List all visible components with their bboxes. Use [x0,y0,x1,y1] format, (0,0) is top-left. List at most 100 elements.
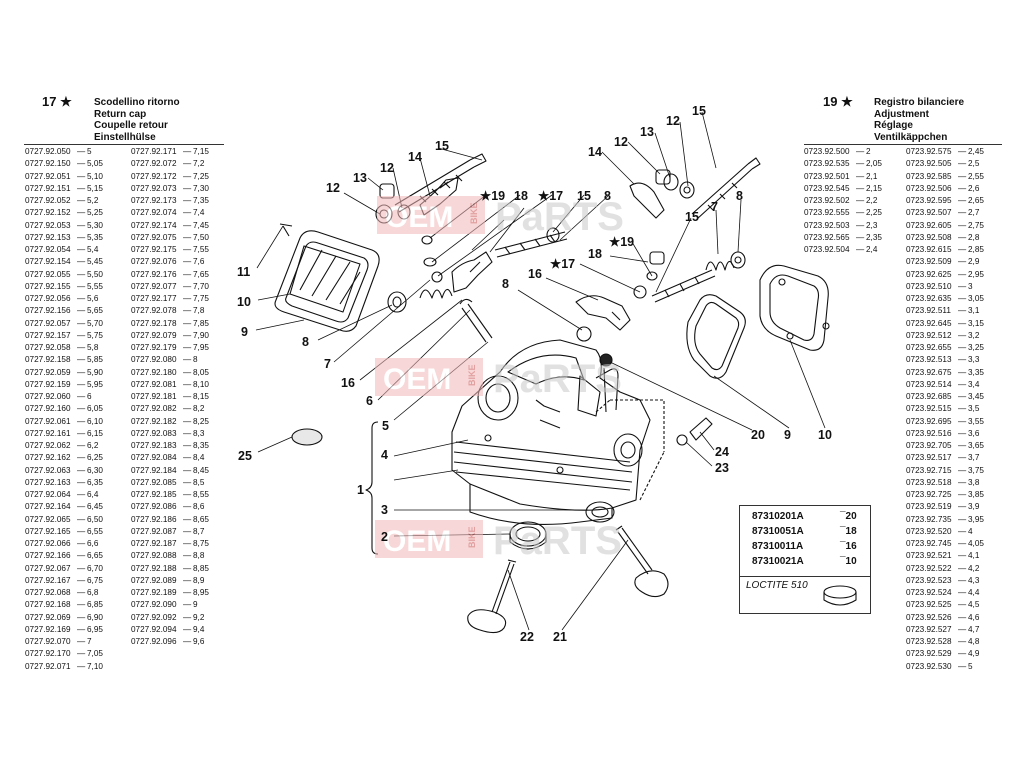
left-star-mark: ★ [60,94,72,109]
list-item: 0727.92.087—8,7 [131,526,209,538]
part-number: 0727.92.075 [131,232,177,242]
dash-separator: — [183,147,192,156]
list-item: 0727.92.174—7,45 [131,220,209,232]
part-size: 2,3 [866,220,878,230]
dash-separator: — [958,649,967,659]
dash-separator: — [183,171,192,181]
part-number: 0723.92.506 [906,183,952,193]
callout-10b: 10 [818,428,832,442]
dash-separator: — [77,306,86,316]
watermark-oem-bike-parts: OEM BIKE PaRTS OEM BIKE PaRTS OEM BIKE P… [375,195,624,563]
kit-size: ¯20 [840,511,857,522]
part-number: 0727.92.089 [131,575,177,585]
dash-separator: — [77,281,86,291]
list-item: 0727.92.084—8,4 [131,452,209,464]
right-ring-8 [730,251,746,269]
part-number: 0727.92.052 [25,196,71,205]
part-size: 5,75 [87,330,103,340]
list-item: 0727.92.179—7,95 [131,342,209,354]
list-item: 0727.92.080—8 [131,354,209,366]
part-number: 0727.92.067 [25,563,71,573]
dash-separator: — [77,294,86,303]
dash-separator: — [77,232,86,242]
part-number: 0727.92.077 [131,281,177,291]
part-size: 2,15 [866,183,882,193]
part-number: 0727.92.154 [25,257,71,267]
list-item: 0723.92.695—3,55 [906,416,984,428]
callout-6: 6 [366,394,373,408]
list-item: 0727.92.053—5,30 [25,220,103,232]
list-item: 0723.92.520—4 [906,526,984,538]
dash-separator: — [77,220,86,230]
dash-separator: — [77,588,86,597]
right-header-rule [804,144,1002,145]
left-part-description: Scodellino ritorno Return cap Coupelle r… [94,97,180,143]
part-number: 0723.92.575 [906,147,952,156]
list-item: 0727.92.163—6,35 [25,477,103,489]
dash-separator: — [183,539,192,548]
part-number: 0723.92.519 [906,502,952,512]
dash-separator: — [183,624,192,634]
right-ref-text: 19 [823,94,838,109]
part-size: 3,75 [968,465,984,475]
dash-separator: — [77,379,86,389]
list-item: 0727.92.086—8,6 [131,501,209,513]
part-size: 6,55 [87,526,103,536]
part-number: 0723.92.595 [906,196,952,205]
list-item: 0727.92.183—8,35 [131,440,209,452]
dash-separator: — [77,441,86,450]
kit-size: ¯10 [840,556,857,567]
part-size: 5,6 [87,294,99,303]
dash-separator: — [958,575,967,585]
dash-separator: — [958,159,967,169]
list-item: 0723.92.745—4,05 [906,538,984,550]
part-number: 0727.92.182 [131,416,177,426]
part-size: 5,8 [87,343,99,352]
part-size: 4,2 [968,563,980,573]
part-number: 0727.92.160 [25,404,71,414]
part-number: 0727.92.152 [25,208,71,218]
part-number: 0723.92.524 [906,588,952,597]
washer-23 [676,434,688,446]
dash-separator: — [958,428,967,438]
list-item: 0723.92.517—3,7 [906,452,984,464]
dash-separator: — [958,232,967,242]
list-item: 0727.92.158—5,85 [25,354,103,366]
dash-separator: — [958,637,967,646]
part-size: 6,25 [87,453,103,463]
list-item: 0727.92.074—7,4 [131,207,209,219]
dash-separator: — [77,539,86,548]
list-item: 0727.92.068—6,8 [25,587,103,599]
part-number: 0727.92.176 [131,269,177,279]
valve-21 [615,525,669,598]
list-item: 0727.92.152—5,25 [25,207,103,219]
part-size: 3,35 [968,367,984,377]
left-ref-number: 17 ★ [42,94,72,110]
dash-separator: — [183,392,192,401]
part-number: 0727.92.065 [25,514,71,524]
callout-12a: 12 [326,181,340,195]
part-number: 0727.92.155 [25,281,71,291]
leader-lines [255,111,826,631]
list-item: 0727.92.078—7,8 [131,305,209,317]
dash-separator: — [77,355,86,365]
part-number: 0727.92.165 [25,526,71,536]
part-size: 6,70 [87,563,103,573]
part-size: 2,25 [866,208,882,218]
part-size: 3,65 [968,441,984,450]
list-item: 0727.92.075—7,50 [131,232,209,244]
list-item: 0723.92.516—3,6 [906,428,984,440]
part-number: 0727.92.081 [131,379,177,389]
list-item: 0727.92.169—6,95 [25,624,103,636]
list-item: 0723.92.675—3,35 [906,367,984,379]
part-size: 2,05 [866,159,882,169]
part-number: 0727.92.153 [25,232,71,242]
part-size: 4,4 [968,588,980,597]
seat-3 [585,501,615,523]
part-size: 5,50 [87,269,103,279]
part-size: 7,8 [193,306,205,316]
part-number: 0727.92.059 [25,367,71,377]
callout-15c: 15 [692,104,706,118]
right-cap-17 [633,285,647,299]
list-item: 0723.92.521—4,1 [906,550,984,562]
